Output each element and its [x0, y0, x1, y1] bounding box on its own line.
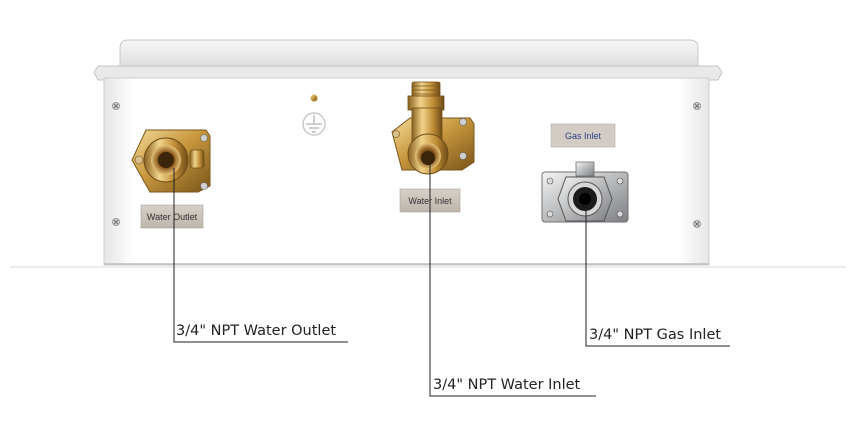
gas-inlet-plate: Gas Inlet — [550, 123, 616, 148]
gas-inlet-fitting — [541, 161, 629, 223]
gas-inlet-callout-line — [585, 208, 730, 347]
screw-icon — [111, 217, 121, 227]
top-cover — [119, 39, 699, 69]
water-outlet-fitting — [131, 129, 211, 193]
gas-inlet-callout: 3/4" NPT Gas Inlet — [589, 327, 721, 343]
water-inlet-callout-line — [429, 164, 596, 397]
screw-icon — [692, 101, 702, 111]
water-outlet-callout: 3/4" NPT Water Outlet — [176, 323, 336, 339]
screw-icon — [692, 219, 702, 229]
water-inlet-fitting — [391, 81, 475, 175]
water-inlet-callout: 3/4" NPT Water Inlet — [433, 377, 581, 393]
water-outlet-plate-label: Water Outlet — [147, 212, 198, 222]
top-rim — [93, 65, 723, 81]
ground-symbol-icon — [302, 94, 326, 136]
water-outlet-plate: Water Outlet — [140, 204, 204, 229]
water-outlet-callout-line — [173, 168, 348, 343]
screw-icon — [111, 101, 121, 111]
gas-inlet-plate-label: Gas Inlet — [565, 131, 602, 141]
